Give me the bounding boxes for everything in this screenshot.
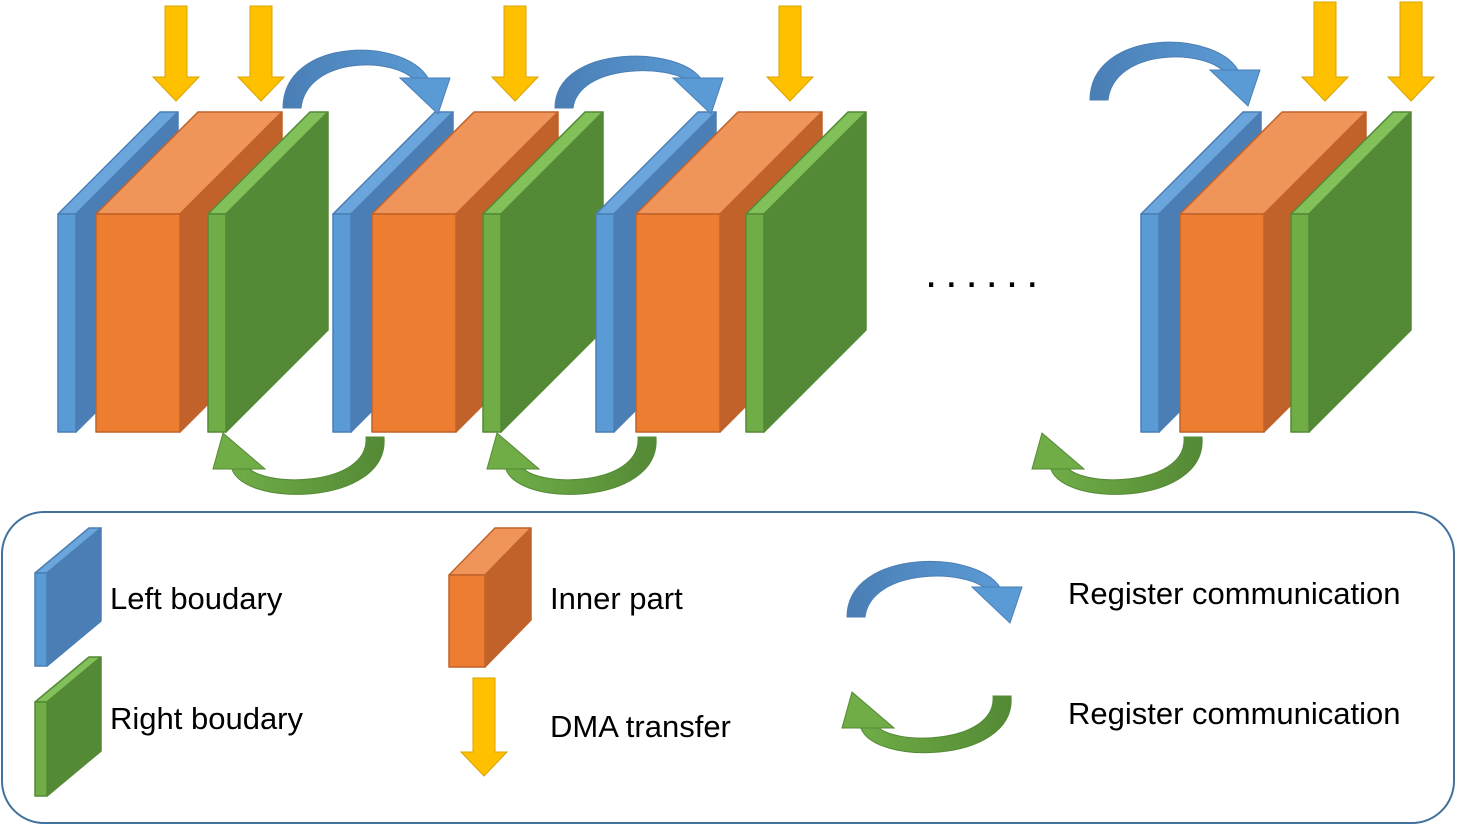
right-boundary-block xyxy=(1290,111,1412,433)
legend-label-inner-part: Inner part xyxy=(550,581,683,616)
subdomain-2 xyxy=(332,111,604,433)
right-boundary-block xyxy=(207,111,329,433)
register-comm-arrow-green xyxy=(486,432,657,495)
right-boundary-block xyxy=(482,111,604,433)
ellipsis-dots: ...... xyxy=(925,248,1046,297)
legend-icon-left-boundary xyxy=(34,527,102,667)
subdomain-3 xyxy=(595,111,867,433)
dma-transfer-arrow xyxy=(490,5,540,102)
register-comm-arrow-blue xyxy=(282,49,451,115)
dma-transfer-arrow xyxy=(1386,1,1436,102)
right-boundary-block xyxy=(745,111,867,433)
legend-label-right-boundary: Right boudary xyxy=(110,701,304,736)
dma-transfer-arrow xyxy=(236,5,286,102)
legend-icons xyxy=(34,527,1023,797)
dma-transfer-arrow xyxy=(765,5,815,102)
register-comm-arrow-blue xyxy=(1089,41,1261,107)
register-comm-arrow-blue xyxy=(554,55,724,115)
register-comm-arrow-green xyxy=(1031,432,1203,495)
legend-label-register-comm-green: Register communication xyxy=(1068,696,1401,731)
communication-arrows xyxy=(151,1,1436,495)
legend-icon-dma-transfer xyxy=(459,677,509,777)
register-comm-arrow-green xyxy=(212,432,385,495)
legend-icon-inner-part xyxy=(448,527,532,668)
dma-transfer-arrow xyxy=(1300,1,1350,102)
legend-icon-register-comm-green xyxy=(841,691,1012,754)
subdomain-blocks xyxy=(57,111,1412,433)
legend-label-dma-transfer: DMA transfer xyxy=(550,709,731,744)
legend-icon-register-comm-blue xyxy=(846,560,1023,624)
legend-box xyxy=(1,511,1455,824)
legend-label-register-comm-blue: Register communication xyxy=(1068,576,1401,611)
legend-label-left-boundary: Left boudary xyxy=(110,581,283,616)
subdomain-1 xyxy=(57,111,329,433)
legend-icon-right-boundary xyxy=(34,656,102,797)
dma-transfer-arrow xyxy=(151,5,201,102)
subdomain-last xyxy=(1140,111,1412,433)
